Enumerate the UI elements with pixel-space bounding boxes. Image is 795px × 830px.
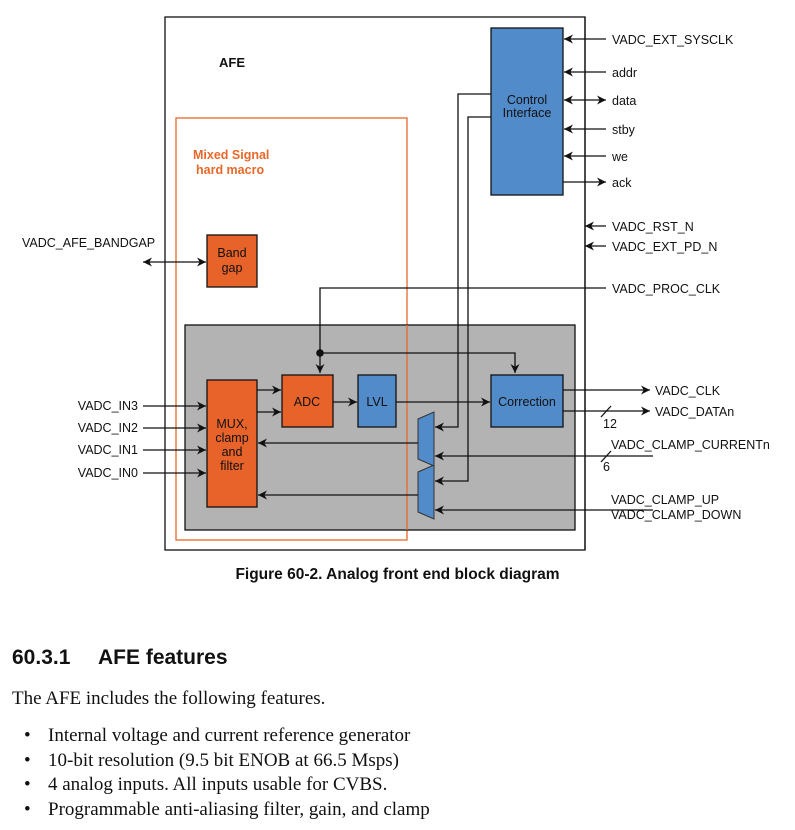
signal-data: data	[612, 94, 636, 108]
afe-block-diagram: AFE Mixed Signal hard macro Control Inte…	[22, 16, 770, 551]
data-bus-width: 12	[603, 417, 617, 431]
afe-label: AFE	[219, 55, 245, 70]
correction-block	[490, 374, 564, 428]
dac-to-mux-wires	[258, 438, 418, 500]
control-interface-block	[490, 27, 564, 196]
bandgap-block	[206, 234, 258, 288]
bullet-icon: •	[24, 798, 31, 820]
signal-vadc-rst-n: VADC_RST_N	[612, 220, 694, 234]
signal-vadc-in2: VADC_IN2	[78, 421, 138, 435]
mixed-signal-label-line1: Mixed Signal	[193, 148, 269, 162]
mux-label-line2: clamp	[215, 431, 248, 445]
bullet-icon: •	[24, 725, 31, 746]
signal-vadc-proc-clk: VADC_PROC_CLK	[612, 282, 721, 296]
analog-input-wires	[143, 401, 206, 478]
section-intro: The AFE includes the following features.	[12, 688, 326, 709]
bullet-icon: •	[24, 749, 31, 771]
feature-text: Programmable anti-aliasing filter, gain,…	[48, 798, 430, 820]
signal-vadc-in3: VADC_IN3	[78, 399, 138, 413]
feature-text: Internal voltage and current reference g…	[48, 725, 411, 746]
correction-label: Correction	[498, 395, 556, 409]
signal-vadc-clk: VADC_CLK	[655, 384, 721, 398]
mux-label-line1: MUX,	[216, 417, 247, 431]
signal-vadc-clamp-up: VADC_CLAMP_UP	[611, 493, 719, 507]
signal-vadc-ext-sysclk: VADC_EXT_SYSCLK	[612, 33, 734, 47]
signal-stby: stby	[612, 123, 636, 137]
bandgap-label-line1: Band	[217, 246, 246, 260]
feature-text: 4 analog inputs. All inputs usable for C…	[48, 774, 388, 795]
signal-vadc-in1: VADC_IN1	[78, 443, 138, 457]
mux-label-line3: and	[222, 445, 243, 459]
section-number: 60.3.1	[12, 646, 71, 669]
adc-label: ADC	[294, 395, 320, 409]
mux-clamp-filter-block	[206, 379, 258, 508]
clock-junction-dot	[316, 349, 324, 357]
section-heading: 60.3.1 AFE features	[12, 646, 228, 670]
signal-addr: addr	[612, 66, 637, 80]
feature-list: • Internal voltage and current reference …	[22, 724, 430, 822]
adc-block	[281, 374, 334, 428]
feature-item: • 4 analog inputs. All inputs usable for …	[22, 773, 430, 798]
bullet-icon: •	[24, 774, 31, 795]
lvl-label: LVL	[366, 395, 387, 409]
mux-label-line4: filter	[220, 459, 244, 473]
signal-vadc-datan: VADC_DATAn	[655, 405, 734, 419]
clamp-updown-dac	[417, 464, 435, 520]
signal-vadc-clamp-currentn: VADC_CLAMP_CURRENTn	[611, 438, 770, 452]
feature-text: 10-bit resolution (9.5 bit ENOB at 66.5 …	[48, 749, 399, 771]
section-title: AFE features	[98, 646, 228, 669]
feature-item: • Programmable anti-aliasing filter, gain…	[22, 798, 430, 823]
feature-item: • Internal voltage and current reference …	[22, 724, 430, 749]
signal-vadc-ext-pd-n: VADC_EXT_PD_N	[612, 240, 717, 254]
signal-vadc-in0: VADC_IN0	[78, 466, 138, 480]
control-interface-label-line2: Interface	[503, 106, 552, 120]
signal-vadc-afe-bandgap: VADC_AFE_BANDGAP	[22, 236, 155, 250]
bandgap-label-line2: gap	[222, 261, 243, 275]
clamp-current-dac	[417, 411, 435, 467]
signal-we: we	[611, 150, 628, 164]
mux-to-adc-wires	[257, 385, 281, 417]
control-signal-arrows	[563, 34, 606, 251]
control-interface-label-line1: Control	[507, 93, 547, 107]
lvl-block	[357, 374, 397, 428]
signal-vadc-clamp-down: VADC_CLAMP_DOWN	[611, 508, 741, 522]
feature-item: • 10-bit resolution (9.5 bit ENOB at 66.5…	[22, 749, 430, 774]
output-wires	[435, 385, 653, 515]
clamp-current-bus-width: 6	[603, 460, 610, 474]
mixed-signal-label-line2: hard macro	[196, 163, 264, 177]
signal-ack: ack	[612, 176, 632, 190]
figure-caption: Figure 60-2. Analog front end block diag…	[235, 566, 560, 583]
control-to-dac-wires	[435, 93, 491, 486]
